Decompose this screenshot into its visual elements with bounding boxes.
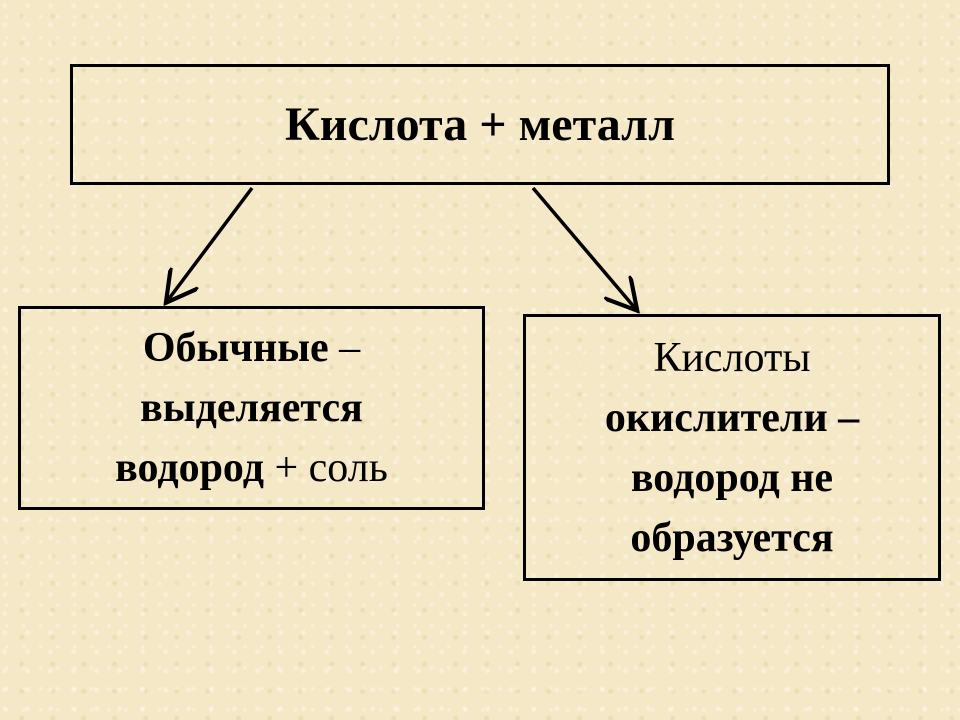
acids-label: Кислоты bbox=[653, 334, 811, 381]
oxidizers-label: окислители – bbox=[604, 394, 860, 441]
arrow-left bbox=[168, 186, 254, 300]
ordinary-acids-text: Обычные – выделяется водород + соль bbox=[115, 318, 388, 498]
salt-label: + соль bbox=[263, 445, 388, 491]
hydrogen-not-label: водород не bbox=[630, 454, 834, 501]
formed-label: образуется bbox=[630, 514, 834, 561]
ordinary-label: Обычные bbox=[142, 325, 329, 371]
arrow-right bbox=[531, 186, 635, 308]
hydrogen-label: водород bbox=[115, 445, 264, 491]
acid-metal-title: Кислота + металл bbox=[284, 98, 676, 151]
released-label: выделяется bbox=[140, 385, 363, 431]
oxidizing-acids-text: Кислоты окислители – водород не образует… bbox=[605, 328, 859, 568]
dash: – bbox=[328, 325, 361, 371]
acid-metal-box: Кислота + металл bbox=[70, 64, 890, 185]
oxidizing-acids-box: Кислоты окислители – водород не образует… bbox=[523, 314, 941, 581]
ordinary-acids-box: Обычные – выделяется водород + соль bbox=[18, 306, 485, 510]
